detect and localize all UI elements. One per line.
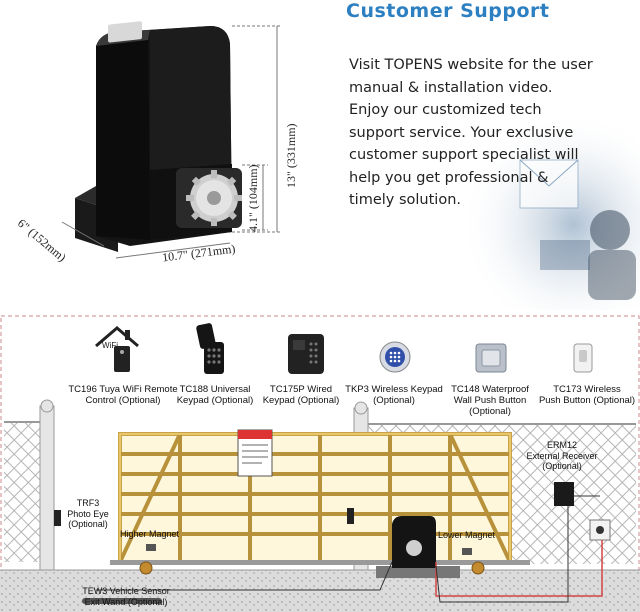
support-line: manual & installation video. xyxy=(349,79,553,96)
support-line: Visit TOPENS website for the user xyxy=(349,57,593,73)
height-dimension-label: 13" (331mm) xyxy=(284,123,298,188)
support-line: customer support specialist will xyxy=(349,147,579,163)
support-background-photo xyxy=(450,120,640,310)
push-button-icon xyxy=(573,343,593,373)
accessory-label-tkp3: TKP3 Wireless Keypad(Optional) xyxy=(345,384,443,406)
gate-opener-product-illustration xyxy=(61,21,282,259)
magnet-icon xyxy=(462,548,472,555)
gate-operator-icon xyxy=(376,516,460,578)
wifi-badge: WiFi xyxy=(102,341,118,350)
photo-eye-icon xyxy=(54,510,61,526)
support-line: Enjoy our customized tech xyxy=(349,102,542,118)
support-description: Visit TOPENS website for the user manual… xyxy=(349,54,614,212)
support-title: Customer Support xyxy=(346,0,550,22)
wall-button-icon xyxy=(475,343,507,373)
wired-keypad-icon xyxy=(288,334,324,374)
higher-magnet-label: Higher Magnet xyxy=(120,529,180,539)
installation-diagram xyxy=(0,315,640,612)
photo-eye-icon xyxy=(347,508,354,524)
support-line: timely solution. xyxy=(349,192,462,208)
magnet-icon xyxy=(146,544,156,551)
wifi-house-icon: WiFi xyxy=(95,326,139,372)
lower-magnet-label: Lower Magnet xyxy=(438,530,496,540)
support-line: support service. Your exclusive xyxy=(349,124,574,141)
receiver-box-icon xyxy=(554,482,574,506)
gear-icon xyxy=(186,170,242,226)
flip-keypad-icon xyxy=(196,323,224,374)
round-keypad-icon xyxy=(379,341,411,373)
support-line: help you get professional & xyxy=(349,169,549,186)
sliding-gate xyxy=(118,432,512,564)
gear-height-dimension-label: 4.1" (104mm) xyxy=(246,164,260,232)
exit-wand-icon xyxy=(82,598,162,604)
